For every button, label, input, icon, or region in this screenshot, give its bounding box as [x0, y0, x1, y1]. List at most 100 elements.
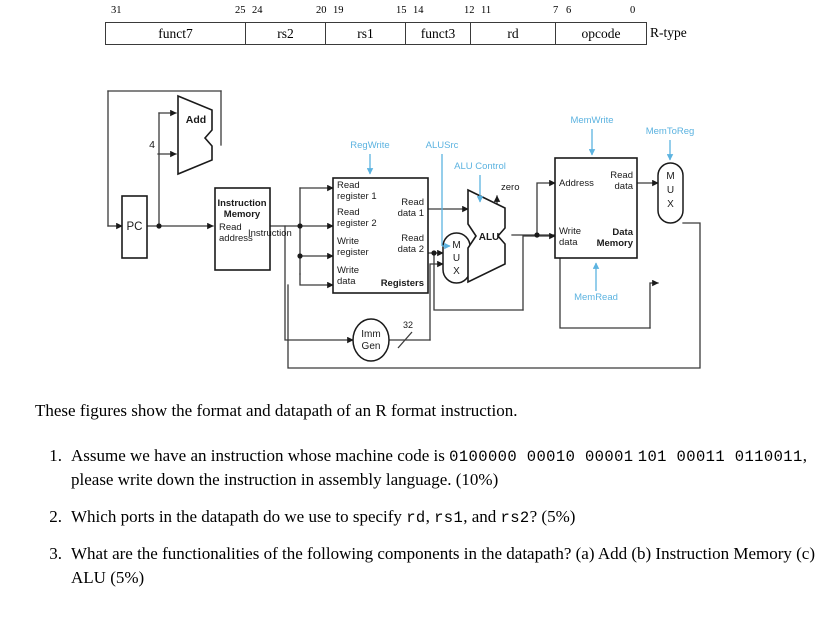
read-data-2-line2: data 2	[398, 244, 424, 255]
datapath-figure: PC Add 4 Instruction Memory Read address…	[0, 78, 836, 383]
registers-title: Registers	[381, 278, 424, 289]
imm-gen-block: Imm Gen 32	[352, 318, 413, 362]
format-field-funct3: funct3	[406, 23, 471, 44]
read-register-2-line2: register 2	[337, 218, 377, 229]
control-signals: RegWrite ALUSrc ALU Control MemWrite Mem…	[350, 115, 694, 303]
mux-letter-x: X	[453, 266, 460, 277]
code-span: rs1	[434, 508, 464, 527]
mux2-letter-u: U	[667, 185, 674, 196]
mem-to-reg-mux: M U X	[657, 162, 684, 224]
alu-src-label: ALUSrc	[426, 140, 459, 151]
bit-marker-24: 24	[252, 5, 263, 16]
instruction-memory-block: Instruction Memory Read address Instruct…	[214, 187, 292, 271]
instruction-memory-read-address-line1: Read	[219, 222, 242, 233]
bit-marker-6: 6	[566, 5, 572, 16]
bit-marker-31: 31	[111, 5, 122, 16]
intro-paragraph: These figures show the format and datapa…	[35, 401, 518, 420]
question-number: 3.	[49, 544, 62, 564]
mem-write-label: MemWrite	[570, 115, 613, 126]
format-field-rd: rd	[471, 23, 556, 44]
alu-block: ALU zero	[467, 182, 519, 284]
bit-marker-12: 12	[464, 5, 475, 16]
read-register-1-line1: Read	[337, 180, 360, 191]
mux-letter-m: M	[452, 240, 460, 251]
question-item: 3. What are the functionalities of the fo…	[35, 542, 825, 589]
code-span: 0100000 00010 00001	[449, 448, 634, 466]
instruction-output-label: Instruction	[248, 228, 292, 239]
alu-label: ALU	[479, 232, 500, 243]
text-span: ? (5%)	[529, 506, 576, 526]
add-unit-block: Add 4	[149, 94, 213, 176]
bit-marker-15: 15	[396, 5, 407, 16]
data-memory-block: Address Write data Read data Data Memory	[554, 157, 638, 259]
format-field-opcode: opcode	[581, 25, 621, 41]
text-span: , please write down the instruction in a…	[71, 446, 807, 490]
read-register-2-line1: Read	[337, 207, 360, 218]
datapath-diagram: PC Add 4 Instruction Memory Read address…	[107, 90, 701, 369]
bit-marker-11: 11	[481, 5, 492, 16]
bit-marker-19: 19	[333, 5, 344, 16]
instruction-type-label: R-type	[650, 25, 687, 40]
code-span: rd	[406, 508, 426, 527]
code-span: 101 00011 0110011	[637, 448, 803, 466]
imm-gen-line1: Imm	[361, 329, 380, 340]
read-data-1-line1: Read	[401, 197, 424, 208]
format-field-rs2: rs2	[246, 23, 326, 44]
alu-control-label: ALU Control	[454, 161, 506, 172]
data-memory-write-data-line2: data	[559, 237, 578, 248]
alu-zero-output-label: zero	[501, 182, 519, 193]
data-memory-title-line2: Memory	[597, 238, 634, 249]
text-span: What are the functionalities of the foll…	[71, 544, 815, 587]
question-text: Assume we have an instruction whose mach…	[71, 444, 825, 492]
read-register-1-line2: register 1	[337, 191, 377, 202]
format-field-funct7: funct7	[106, 23, 246, 44]
format-field-rs1: rs1	[326, 23, 406, 44]
add-label: Add	[186, 114, 206, 126]
bit-marker-25: 25	[235, 5, 246, 16]
alu-src-mux: M U X	[442, 232, 471, 284]
data-memory-address-label: Address	[559, 178, 594, 189]
mem-read-label: MemRead	[574, 292, 618, 303]
question-number: 1.	[49, 446, 62, 465]
data-memory-read-data-line2: data	[615, 181, 634, 192]
mux-letter-u: U	[453, 253, 460, 264]
text-span: ,	[425, 506, 435, 526]
add-constant-label: 4	[149, 139, 155, 151]
wire-junctions	[156, 223, 540, 259]
write-register-line1: Write	[337, 236, 359, 247]
read-data-2-line1: Read	[401, 233, 424, 244]
bit-marker-0: 0	[630, 5, 636, 16]
text-span: Assume we have an instruction whose mach…	[71, 446, 450, 465]
registers-write-data-line2: data	[337, 276, 356, 287]
data-memory-read-data-line1: Read	[610, 170, 633, 181]
imm-gen-line2: Gen	[362, 341, 381, 352]
code-span: rs2	[500, 508, 530, 527]
bit-marker-7: 7	[553, 5, 559, 16]
text-span: Which ports in the datapath do we use to…	[71, 506, 407, 526]
instruction-memory-title-line2: Memory	[224, 209, 261, 220]
question-item: 1. Assume we have an instruction whose ma…	[35, 444, 825, 492]
pc-block: PC	[121, 195, 148, 259]
imm-bus-width-label: 32	[403, 320, 413, 330]
question-text: Which ports in the datapath do we use to…	[71, 505, 825, 529]
registers-write-data-line1: Write	[337, 265, 359, 276]
question-list: 1. Assume we have an instruction whose ma…	[35, 444, 825, 602]
bit-marker-14: 14	[413, 5, 424, 16]
write-register-line2: register	[337, 247, 369, 258]
reg-write-label: RegWrite	[350, 140, 389, 151]
data-memory-title-line1: Data	[612, 227, 633, 238]
bit-marker-20: 20	[316, 5, 327, 16]
text-span: , and	[463, 506, 501, 526]
mux2-letter-x: X	[667, 199, 674, 210]
mem-to-reg-label: MemToReg	[646, 126, 695, 137]
registers-block: Read register 1 Read register 2 Write re…	[332, 177, 429, 294]
read-data-1-line2: data 1	[398, 208, 424, 219]
mux2-letter-m: M	[666, 171, 674, 182]
instruction-memory-title-line1: Instruction	[217, 198, 266, 209]
question-item: 2.Which ports in the datapath do we use …	[35, 505, 825, 529]
data-memory-write-data-line1: Write	[559, 226, 581, 237]
instruction-memory-read-address-line2: address	[219, 233, 253, 244]
